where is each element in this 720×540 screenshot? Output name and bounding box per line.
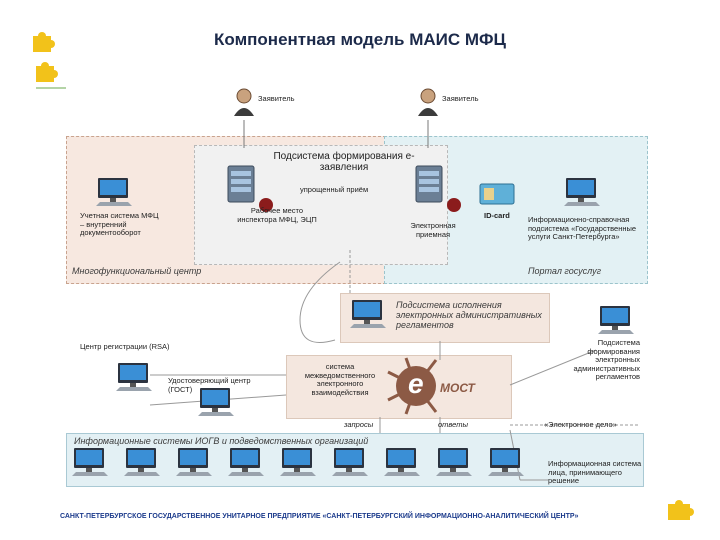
computer-icon (436, 448, 472, 476)
computer-icon (228, 448, 264, 476)
computer-icon (564, 178, 600, 206)
id-card-icon (479, 183, 515, 205)
inspector-label: Рабочее место инспектора МФЦ, ЭЦП (237, 206, 317, 224)
certification-center-label: Удостоверяющий центр (ГОСТ) (168, 376, 251, 394)
puzzle-icon (33, 32, 55, 52)
id-card-label: ID-card (484, 211, 510, 220)
computer-icon (350, 300, 386, 328)
answers-label: ответы (438, 420, 469, 429)
computer-icon (332, 448, 368, 476)
computer-icon (280, 448, 316, 476)
user-icon (233, 88, 255, 117)
footer-organization: САНКТ-ПЕТЕРБУРГСКОЕ ГОСУДАРСТВЕННОЕ УНИТ… (60, 513, 579, 520)
actor-label-left: Заявитель (258, 94, 295, 103)
server-icon (227, 165, 255, 203)
page-title: Компонентная модель МАИС МФЦ (214, 30, 506, 49)
computer-icon (598, 306, 634, 334)
computer-icon (72, 448, 108, 476)
user-icon (417, 88, 439, 117)
zone-e-application (194, 145, 448, 265)
seal-icon (259, 198, 273, 212)
emost-text: МОСТ (440, 381, 475, 395)
zone-title-mfc: Многофункциональный центр (72, 266, 202, 276)
puzzle-icon (36, 62, 58, 82)
requests-label: запросы (344, 420, 374, 429)
mfc-system-label: Учетная система МФЦ – внутренний докумен… (80, 211, 159, 237)
computer-icon (124, 448, 160, 476)
zone-title-portal: Портал госуслуг (528, 266, 602, 276)
decision-maker-label: Информационная система лица, принимающег… (548, 459, 642, 485)
electronic-case-label: «Электронное дело» (544, 420, 617, 429)
info-system-label: Информационно-справочная подсистема «Гос… (528, 215, 637, 241)
computer-icon (96, 178, 132, 206)
smev-label: система межведомственного электронного в… (304, 362, 376, 397)
zone-title-e-application: Подсистема формирования е-заявления (273, 151, 415, 173)
seal-icon (447, 198, 461, 212)
registration-center-label: Центр регистрации (RSA) (80, 342, 170, 351)
zone-title-iogv: Информационные системы ИОГВ и подведомст… (74, 436, 369, 446)
reception-label: Электронная приемная (410, 221, 456, 239)
puzzle-icon (668, 500, 694, 520)
reglament-subsystem-label: Подсистема формирования электронных адми… (573, 338, 640, 381)
computer-icon (384, 448, 420, 476)
zone-title-reglament-execution: Подсистема исполнения электронных админи… (396, 300, 542, 330)
actor-label-right: Заявитель (442, 94, 479, 103)
simplified-intake-label: упрощенный приём (300, 185, 369, 194)
emost-logo-icon (387, 357, 438, 415)
computer-icon (116, 363, 152, 391)
emost-e-letter: e (408, 368, 424, 399)
computer-icon (176, 448, 212, 476)
